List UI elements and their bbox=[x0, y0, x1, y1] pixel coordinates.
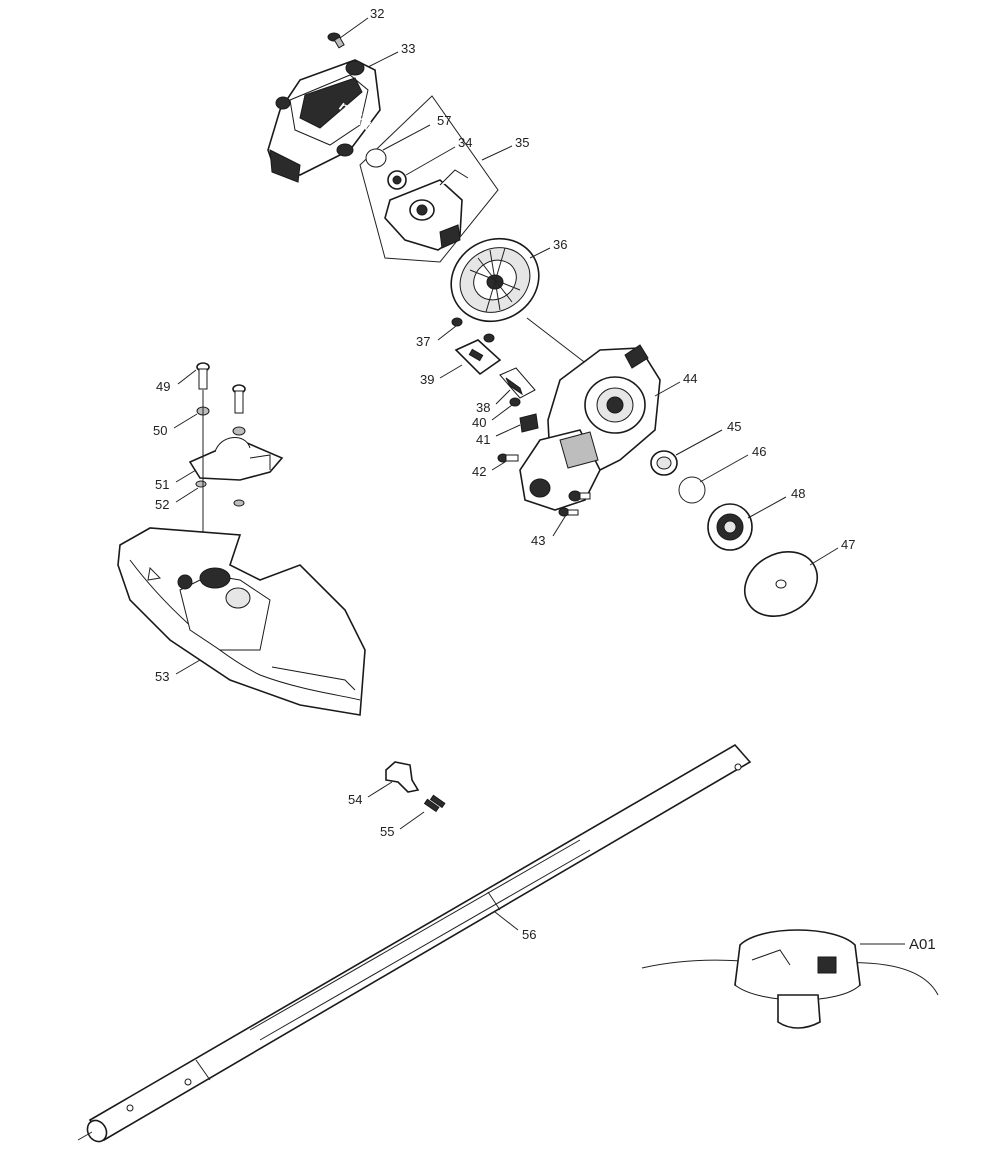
label-40: 40 bbox=[472, 415, 486, 430]
label-56: 56 bbox=[522, 927, 536, 942]
part-55-screws bbox=[423, 794, 446, 813]
label-54: 54 bbox=[348, 792, 362, 807]
label-34: 34 bbox=[458, 135, 472, 150]
label-33: 33 bbox=[401, 41, 415, 56]
part-a01-trimmer-head bbox=[641, 929, 939, 1029]
label-47: 47 bbox=[841, 537, 855, 552]
part-32-screw bbox=[327, 32, 345, 49]
label-39: 39 bbox=[420, 372, 434, 387]
part-33-motor-cover: makita bbox=[267, 59, 381, 183]
label-41: 41 bbox=[476, 432, 490, 447]
part-39-circuit-board bbox=[454, 339, 502, 376]
part-44-gear-housing bbox=[519, 344, 661, 511]
part-36-rotor bbox=[450, 237, 540, 323]
label-48: 48 bbox=[791, 486, 805, 501]
part-42-bolt bbox=[497, 453, 519, 463]
label-43: 43 bbox=[531, 533, 545, 548]
part-35-bracket-plate bbox=[384, 169, 469, 251]
label-51: 51 bbox=[155, 477, 169, 492]
part-34-bearing bbox=[387, 170, 407, 190]
label-32: 32 bbox=[370, 6, 384, 21]
label-53: 53 bbox=[155, 669, 169, 684]
part-48-blade-holder bbox=[707, 503, 753, 551]
label-57: 57 bbox=[437, 113, 451, 128]
part-43-bolts bbox=[558, 490, 591, 517]
part-38-sensor bbox=[499, 367, 536, 399]
label-46: 46 bbox=[752, 444, 766, 459]
label-38: 38 bbox=[476, 400, 490, 415]
label-55: 55 bbox=[380, 824, 394, 839]
label-35: 35 bbox=[515, 135, 529, 150]
part-53-guard bbox=[117, 527, 366, 716]
part-35-assembly-box bbox=[359, 95, 499, 263]
label-49: 49 bbox=[156, 379, 170, 394]
label-45: 45 bbox=[727, 419, 741, 434]
part-45-bearing bbox=[650, 450, 678, 476]
label-36: 36 bbox=[553, 237, 567, 252]
label-50: 50 bbox=[153, 423, 167, 438]
label-37: 37 bbox=[416, 334, 430, 349]
part-46-snap-ring bbox=[678, 476, 706, 504]
part-40-screw bbox=[509, 397, 521, 407]
part-56-shaft bbox=[77, 743, 752, 1143]
part-37-screws bbox=[451, 317, 495, 343]
label-52: 52 bbox=[155, 497, 169, 512]
part-41-clip bbox=[519, 413, 539, 433]
part-54-bracket bbox=[385, 761, 420, 793]
part-51-clamp bbox=[188, 437, 284, 481]
label-42: 42 bbox=[472, 464, 486, 479]
part-47-washer-disc bbox=[744, 551, 818, 617]
part-52-nut bbox=[195, 480, 245, 507]
part-49-bolt bbox=[196, 362, 246, 414]
label-a01: A01 bbox=[909, 936, 936, 953]
label-44: 44 bbox=[683, 371, 697, 386]
leader-lines bbox=[173, 17, 905, 945]
part-57-washer bbox=[365, 148, 387, 168]
part-labels: 32 33 57 34 35 36 37 39 38 40 41 42 43 4… bbox=[153, 6, 936, 953]
